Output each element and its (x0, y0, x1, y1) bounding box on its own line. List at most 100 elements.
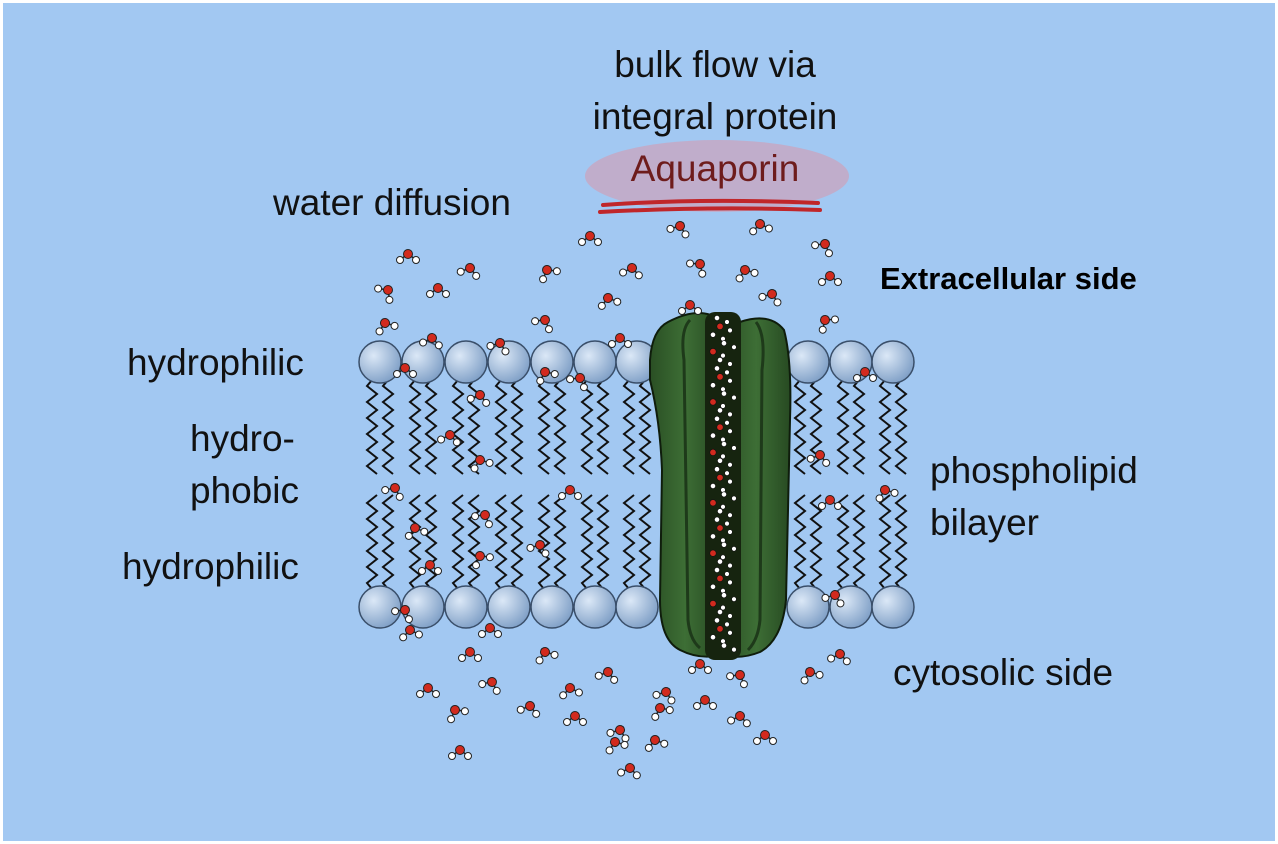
water-molecule-icon (749, 219, 773, 236)
water-molecule-icon (853, 367, 877, 382)
water-molecule-icon (678, 300, 702, 315)
water-molecule-icon (811, 239, 833, 258)
water-molecule-icon (644, 735, 669, 752)
aquaporin-highlight (585, 140, 849, 212)
water-molecule-icon (418, 560, 442, 575)
water-molecule-icon (753, 730, 777, 745)
lipid-head-icon (786, 340, 830, 384)
phospholipid-bilayer-label-line1: phospholipid (930, 450, 1138, 491)
water-molecule-icon (470, 455, 494, 473)
water-molecule-icon (396, 249, 420, 264)
lipid-head-icon (444, 585, 488, 629)
water-molecule-icon (605, 737, 629, 755)
water-molecule-icon (539, 265, 561, 284)
aquaporin-channel-water (709, 315, 737, 653)
lipid-head-icon (573, 585, 617, 629)
water-diffusion-label: water diffusion (273, 182, 511, 223)
water-molecule-icon (478, 623, 502, 638)
water-molecule-icon (448, 745, 472, 760)
aquaporin-protein-icon (649, 312, 792, 660)
lipid-head-icon (487, 585, 531, 629)
water-molecule-icon (559, 683, 583, 700)
water-molecule-icon (399, 625, 423, 642)
lipid-heads (358, 340, 915, 629)
bulk-flow-label-line1: bulk flow via (614, 44, 816, 85)
water-molecule-icon (619, 263, 643, 280)
water-molecule-icon (419, 333, 443, 350)
water-molecule-icon (437, 430, 461, 447)
lipid-head-icon (786, 585, 830, 629)
water-molecule-icon (827, 649, 851, 666)
water-molecule-icon (800, 667, 824, 685)
cytosolic-side-label: cytosolic side (893, 652, 1114, 693)
water-molecule-icon (526, 540, 550, 558)
hydrophilic-bottom-label: hydrophilic (122, 546, 299, 587)
water-molecule-icon (478, 677, 501, 695)
water-molecule-icon (563, 711, 587, 726)
water-molecule-icon (447, 705, 469, 724)
water-molecule-icon (875, 485, 899, 503)
water-molecule-icon (818, 315, 839, 334)
bulk-flow-label-line2: integral protein (592, 96, 838, 137)
extracellular-side-label: Extracellular side (880, 261, 1137, 296)
lipid-head-icon (871, 340, 915, 384)
water-molecule-icon (578, 231, 602, 246)
water-molecule-icon (693, 695, 717, 710)
water-molecule-icon (818, 495, 842, 510)
lipid-head-icon (358, 340, 402, 384)
water-molecule-icon (535, 647, 559, 665)
water-molecule-icon (651, 703, 674, 721)
water-molecule-icon (426, 283, 450, 298)
hydrophobic-label-line1: hydro- (190, 418, 295, 459)
lipid-head-icon (487, 340, 531, 384)
water-molecule-icon (821, 590, 845, 608)
water-molecule-icon (456, 263, 481, 280)
aquaporin-label: Aquaporin (630, 148, 800, 189)
water-molecule-icon (608, 333, 632, 348)
water-molecule-icon (531, 315, 553, 334)
lipid-head-icon (444, 340, 488, 384)
hydrophilic-top-label: hydrophilic (127, 342, 304, 383)
water-molecule-icon (688, 659, 712, 674)
water-molecules (374, 219, 899, 780)
water-molecule-icon (597, 293, 622, 310)
water-molecule-icon (726, 670, 748, 689)
water-molecule-icon (558, 485, 582, 500)
water-molecule-icon (472, 551, 494, 570)
water-molecule-icon (652, 687, 676, 705)
water-molecule-icon (735, 265, 759, 283)
water-molecule-icon (758, 289, 782, 307)
lipid-tails (365, 379, 908, 590)
water-molecule-icon (393, 363, 417, 378)
water-molecule-icon (458, 647, 482, 662)
water-molecule-icon (374, 284, 394, 304)
water-molecule-icon (404, 523, 429, 540)
water-molecule-icon (594, 667, 619, 684)
water-molecule-icon (416, 683, 440, 698)
water-molecule-icon (806, 450, 831, 467)
water-molecule-icon (727, 711, 751, 728)
water-molecule-icon (375, 318, 399, 336)
water-molecule-icon (818, 271, 842, 286)
diagram-panel (3, 3, 1275, 841)
water-molecule-icon (566, 373, 588, 392)
water-molecule-icon (606, 725, 630, 743)
water-molecule-icon (391, 605, 413, 624)
water-molecule-icon (466, 390, 491, 407)
water-molecule-icon (686, 259, 707, 278)
lipid-head-icon (615, 585, 659, 629)
water-molecule-icon (536, 367, 559, 385)
hydrophobic-label-line2: phobic (190, 470, 300, 511)
lipid-head-icon (530, 585, 574, 629)
phospholipid-bilayer-label-line2: bilayer (930, 502, 1039, 543)
lipid-head-icon (358, 585, 402, 629)
water-molecule-icon (666, 221, 690, 239)
water-molecule-icon (486, 338, 510, 356)
water-molecule-icon (516, 701, 541, 718)
water-molecule-icon (471, 510, 493, 529)
aquaporin-underline (598, 198, 822, 214)
water-molecule-icon (617, 763, 641, 780)
lipid-head-icon (871, 585, 915, 629)
